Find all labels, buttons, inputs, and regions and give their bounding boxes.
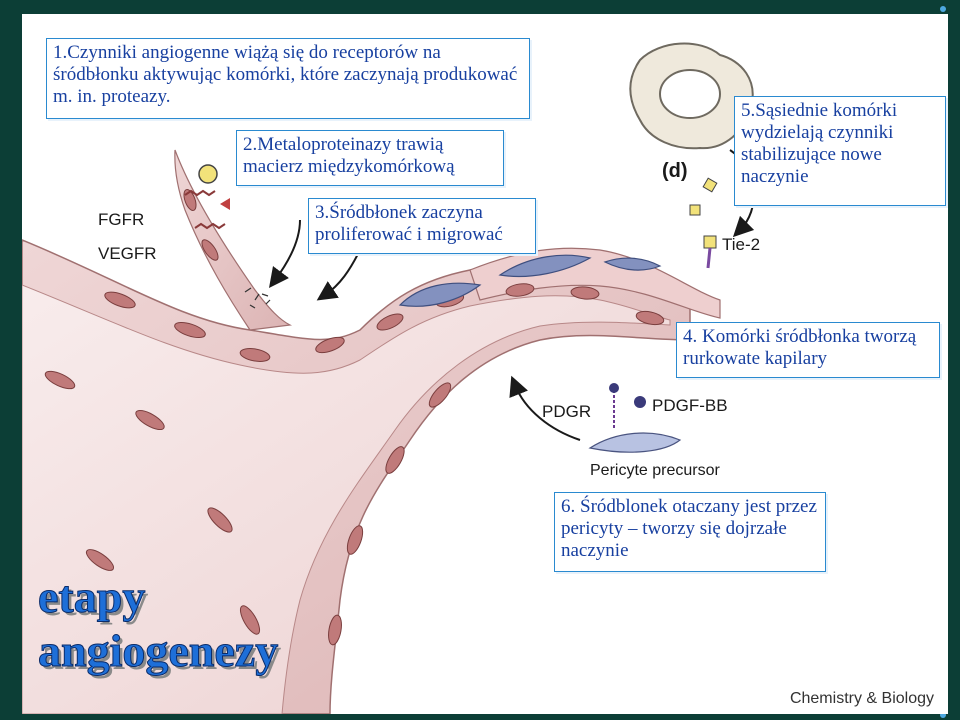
pdgf-bb-ligand <box>634 396 646 408</box>
neighbor-cell-nucleus <box>660 70 720 118</box>
step-4-box: 4. Komórki śródbłonka tworzą rurkowate k… <box>676 322 940 378</box>
growth-factor-ligand <box>199 165 217 183</box>
frame-dot <box>940 6 946 12</box>
title-line-1: etapy <box>38 570 278 624</box>
title-line-2: angiogenezy <box>38 624 278 678</box>
label-pdgr: PDGR <box>542 402 591 422</box>
step-1-box: 1.Czynniki angiogenne wiążą się do recep… <box>46 38 530 119</box>
red-triangle <box>220 198 230 210</box>
label-vegfr: VEGFR <box>98 244 157 264</box>
pericyte-precursor <box>590 433 680 452</box>
stabilizing-factors <box>690 178 717 248</box>
tie2-receptor <box>708 248 710 268</box>
step-5-box: 5.Sąsiednie komórki wydzielają czynniki … <box>734 96 946 206</box>
label-fgfr: FGFR <box>98 210 144 230</box>
pdgr-ligand <box>609 383 619 393</box>
step-2-box: 2.Metaloproteinazy trawią macierz między… <box>236 130 504 186</box>
label-d: (d) <box>662 160 688 183</box>
label-tie2: Tie-2 <box>722 235 760 255</box>
arrow-proliferate <box>325 250 360 295</box>
arrow-mmp <box>275 220 300 280</box>
step-3-box: 3.Śródbłonek zaczyna proliferować i migr… <box>308 198 536 254</box>
label-pericyte: Pericyte precursor <box>590 462 720 480</box>
diagram-canvas: FGFR VEGFR (d) Tie-2 PDGR PDGF-BB Pericy… <box>22 14 948 714</box>
source-credit: Chemistry & Biology <box>790 690 934 708</box>
slide-title: etapy angiogenezy <box>38 570 278 678</box>
step-6-box: 6. Śródblonek otaczany jest przez pericy… <box>554 492 826 572</box>
label-pdgf-bb: PDGF-BB <box>652 396 728 416</box>
